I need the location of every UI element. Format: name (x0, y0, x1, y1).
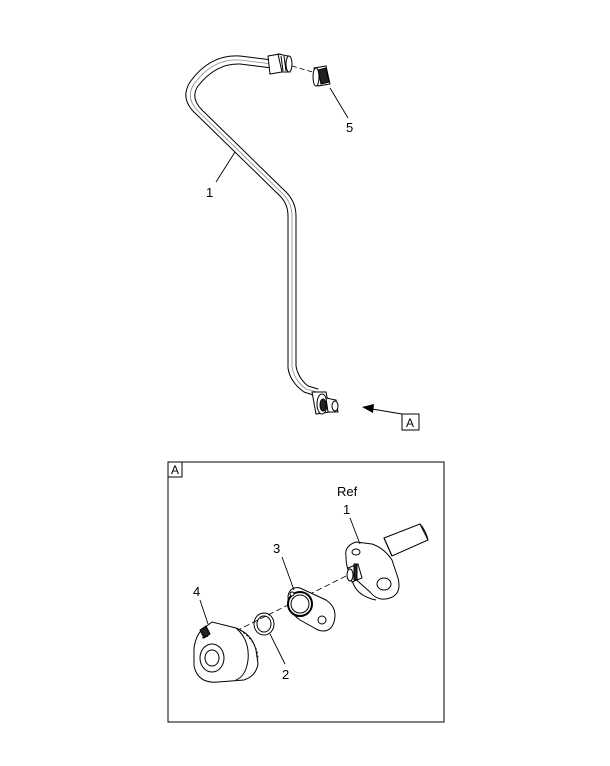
protective-cap (312, 65, 331, 87)
leader-detail-item-1 (349, 517, 361, 545)
tube-top-fitting (267, 53, 293, 75)
detail-a-label: A (171, 463, 179, 477)
detail-fitting-body (193, 621, 259, 683)
callout-detail-item-2: 2 (282, 667, 289, 682)
detail-tube (383, 523, 429, 557)
detail-gasket (287, 587, 336, 632)
leader-item-1 (215, 151, 236, 183)
tube-outline-inner (194, 63, 319, 390)
leader-detail-item-2 (269, 633, 286, 665)
view-label-box (401, 413, 420, 431)
view-arrow (362, 404, 403, 415)
detail-tube-flange (345, 541, 400, 601)
tube-outline-outer (185, 55, 317, 397)
leader-item-5 (329, 87, 349, 119)
detail-o-ring (253, 612, 275, 636)
tube-center-line (189, 59, 318, 393)
callout-item-1: 1 (206, 185, 213, 200)
leader-detail-item-4 (199, 599, 209, 625)
callout-ref: Ref (337, 484, 358, 499)
detail-center-dashes (233, 575, 347, 633)
callout-detail-item-1: 1 (343, 502, 350, 517)
callout-detail-item-3: 3 (273, 541, 280, 556)
tube-bottom-fitting (311, 391, 339, 415)
callout-item-5: 5 (346, 120, 353, 135)
callout-detail-item-4: 4 (193, 584, 200, 599)
leader-detail-item-3 (281, 556, 295, 591)
tube-to-cap-dashes (291, 65, 317, 74)
tube-assembly (185, 55, 319, 397)
detail-a-label-box (167, 461, 183, 478)
view-label: A (406, 416, 414, 430)
